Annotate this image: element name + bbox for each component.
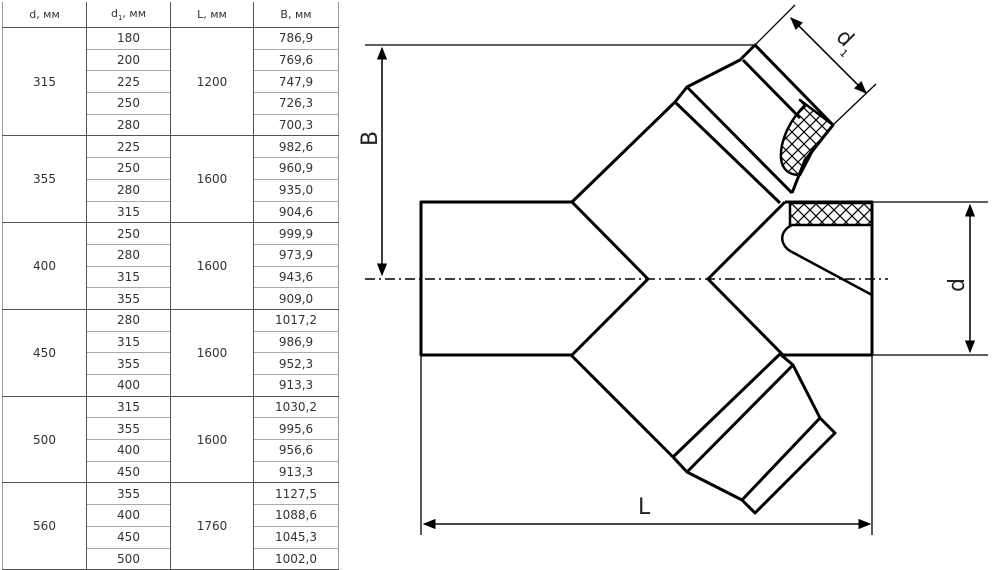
table-row: 280 973,9 bbox=[3, 243, 339, 267]
cell-d1: 280 bbox=[86, 308, 171, 332]
cell-L: 1600 bbox=[170, 308, 254, 397]
dimension-lines bbox=[365, 4, 988, 535]
cell-B: 909,0 bbox=[253, 287, 339, 310]
table-row: 250 960,9 bbox=[3, 157, 339, 180]
table-row: 250 726,3 bbox=[3, 92, 339, 115]
cell-B: 999,9 bbox=[253, 222, 339, 245]
table-row: 280 935,0 bbox=[3, 178, 339, 201]
cell-B: 786,9 bbox=[253, 27, 339, 50]
cell-d1: 250 bbox=[86, 222, 171, 245]
cell-B: 726,3 bbox=[253, 92, 339, 115]
table-row: 400 913,3 bbox=[3, 374, 339, 397]
cell-B: 973,9 bbox=[253, 243, 339, 267]
cell-B: 1045,3 bbox=[253, 525, 339, 548]
table-row: 450 1045,3 bbox=[3, 525, 339, 548]
cell-B: 943,6 bbox=[253, 265, 339, 288]
table-row: 315 943,6 bbox=[3, 265, 339, 288]
cell-d1: 400 bbox=[86, 504, 171, 527]
y-branch-drawing: B L d d 1 bbox=[358, 4, 988, 535]
cell-B: 1030,2 bbox=[253, 395, 339, 418]
header-L: L, мм bbox=[170, 2, 254, 28]
cell-B: 982,6 bbox=[253, 135, 339, 158]
cell-B: 913,3 bbox=[253, 374, 339, 397]
cell-B: 995,6 bbox=[253, 417, 339, 440]
cell-d1: 225 bbox=[86, 135, 171, 158]
cell-d1: 355 bbox=[86, 417, 171, 440]
header-d1-subscript: 1 bbox=[117, 14, 123, 23]
right-seal-hatch bbox=[788, 201, 874, 227]
cell-B: 935,0 bbox=[253, 178, 339, 201]
cell-B: 769,6 bbox=[253, 48, 339, 71]
cell-d1: 200 bbox=[86, 48, 171, 71]
cell-L: 1600 bbox=[170, 135, 254, 223]
cell-B: 986,9 bbox=[253, 330, 339, 353]
cell-d1: 315 bbox=[86, 330, 171, 353]
cell-d1: 400 bbox=[86, 439, 171, 462]
cell-d1: 225 bbox=[86, 70, 171, 93]
table-row: 450 913,3 bbox=[3, 460, 339, 483]
lower-branch bbox=[569, 352, 837, 515]
cell-d1: 280 bbox=[86, 113, 171, 136]
cell-B: 1088,6 bbox=[253, 504, 339, 527]
cell-B: 747,9 bbox=[253, 70, 339, 93]
upper-seal-hatch bbox=[779, 98, 835, 177]
label-L: L bbox=[638, 495, 651, 520]
cell-d1: 250 bbox=[86, 92, 171, 115]
cell-d1: 250 bbox=[86, 157, 171, 180]
cell-d1: 355 bbox=[86, 287, 171, 310]
cell-d1: 400 bbox=[86, 374, 171, 397]
header-d1-symbol: d bbox=[110, 6, 118, 20]
cell-d1: 315 bbox=[86, 265, 171, 288]
cell-B: 1017,2 bbox=[253, 308, 339, 332]
right-lip bbox=[781, 223, 873, 297]
header-d: d, мм bbox=[2, 2, 87, 28]
label-d1: d 1 bbox=[831, 25, 859, 61]
cell-B: 956,6 bbox=[253, 439, 339, 462]
table-row: 225 747,9 bbox=[3, 70, 339, 93]
table-row: 400 1088,6 bbox=[3, 504, 339, 527]
cell-d: 450 bbox=[2, 308, 87, 397]
cell-d1: 280 bbox=[86, 178, 171, 201]
cell-d1: 315 bbox=[86, 200, 171, 223]
cell-d: 500 bbox=[2, 395, 87, 483]
header-d1-unit: , мм bbox=[122, 6, 147, 20]
cell-L: 1600 bbox=[170, 222, 254, 310]
table-row: 400 956,6 bbox=[3, 439, 339, 462]
cell-B: 700,3 bbox=[253, 113, 339, 136]
cell-B: 952,3 bbox=[253, 352, 339, 375]
cell-d1: 280 bbox=[86, 243, 171, 267]
cell-L: 1600 bbox=[170, 395, 254, 483]
cell-d1: 450 bbox=[86, 525, 171, 548]
cell-L: 1200 bbox=[170, 26, 254, 136]
table-row: 355 995,6 bbox=[3, 417, 339, 440]
table-row: 315 904,6 bbox=[3, 200, 339, 223]
table-row: 315 986,9 bbox=[3, 330, 339, 353]
cell-B: 1127,5 bbox=[253, 482, 339, 505]
cell-d1: 180 bbox=[86, 27, 171, 50]
cell-d1: 355 bbox=[86, 352, 171, 375]
table-row: 355 952,3 bbox=[3, 352, 339, 375]
cell-d1: 450 bbox=[86, 460, 171, 483]
cell-d1: 355 bbox=[86, 482, 171, 505]
cell-B: 904,6 bbox=[253, 200, 339, 223]
table-row: 355 909,0 bbox=[3, 287, 339, 310]
cell-B: 960,9 bbox=[253, 157, 339, 180]
cell-d1: 500 bbox=[86, 547, 171, 570]
cell-B: 913,3 bbox=[253, 460, 339, 483]
table-row: 200 769,6 bbox=[3, 48, 339, 71]
table-row: 280 700,3 bbox=[3, 113, 339, 136]
cell-d: 355 bbox=[2, 135, 87, 223]
cell-d: 315 bbox=[2, 26, 87, 136]
cell-B: 1002,0 bbox=[253, 547, 339, 570]
label-d: d bbox=[945, 278, 970, 292]
cell-d1: 315 bbox=[86, 395, 171, 418]
label-B: B bbox=[358, 131, 383, 146]
cell-d: 400 bbox=[2, 222, 87, 310]
